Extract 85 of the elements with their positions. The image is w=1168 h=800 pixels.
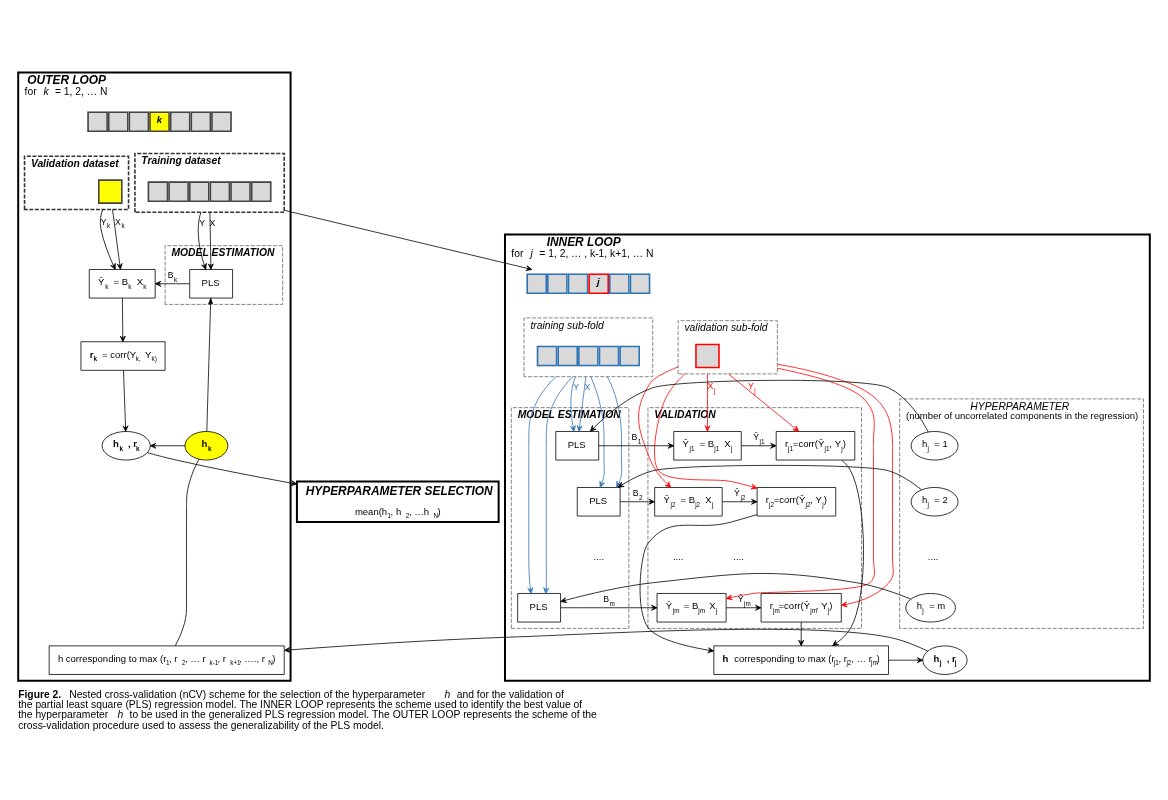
label: ....: [593, 550, 605, 562]
node-box: r$_{j2}$=corr(Ŷ$_{j2}$, Y$_{j}$): [756, 486, 837, 516]
node-box: h corresponding to max (r$_{1}$, r $_{2}$, … r $_{k-1}$, r $_{k+1}$, …., r $_{N}$): [48, 645, 285, 675]
node-box: PLS: [555, 430, 600, 460]
edge-label: Ŷ$_{j1}$: [753, 431, 765, 445]
cluster: Validation dataset: [23, 155, 130, 210]
edge-label: B$_{2}$: [632, 487, 643, 501]
arrow: [725, 604, 762, 611]
arrow: [590, 375, 605, 488]
node-box: Ŷ$_{j1}$ = B$_{j1}$ X$_{j}$: [673, 430, 742, 460]
arrow: [207, 211, 214, 270]
edge-label: X: [209, 217, 216, 228]
label: ....: [927, 550, 939, 562]
edge-label: B$_{k}$: [167, 269, 178, 283]
arrow: [776, 363, 894, 607]
node-ellipse: h$_{j}$ = 1: [910, 430, 959, 460]
arrow: [798, 621, 805, 646]
node-box: [695, 343, 720, 368]
arrow: [527, 375, 557, 594]
arrow: [149, 442, 186, 449]
node-ellipse: h$_{j}$ , r$_{j}$: [922, 645, 968, 675]
node-box: PLS: [189, 268, 233, 298]
arrow: [119, 297, 126, 342]
node-ellipse: h$_{j}$ = m: [905, 592, 956, 622]
node-ellipse: h$_{k}$ , r$_{k}$: [101, 430, 151, 460]
arrow: [560, 572, 912, 603]
cluster: validation sub-fold: [677, 319, 778, 374]
arrow: [639, 513, 758, 653]
arrow: [654, 373, 758, 489]
edge-label: Y$_{j}$: [747, 380, 756, 394]
node-box: h corresponding to max (r$_{j1}$, r$_{j2}$, … r$_{jm}$): [713, 645, 889, 675]
arrow: [617, 464, 922, 490]
arrow: [726, 367, 875, 600]
edge-label: Y$_{k}$: [100, 216, 111, 229]
arrow: [888, 656, 924, 663]
label: ....: [672, 550, 684, 562]
arrow: [740, 442, 777, 449]
edge-label: B$_{m}$: [603, 593, 615, 607]
edge-label: X$_{k}$: [115, 216, 125, 229]
cluster: Training dataset: [134, 152, 285, 213]
arrow: [721, 498, 758, 505]
arrow: [283, 209, 533, 271]
arrow: [619, 498, 655, 505]
arrow: [728, 373, 800, 432]
node-box: Ŷ$_{j2}$ = B$_{j2}$ X$_{j}$: [654, 486, 723, 516]
node-box: PLS: [517, 592, 561, 622]
label: ....: [733, 550, 744, 562]
arrow: [832, 459, 864, 646]
cluster: training sub-fold: [523, 317, 654, 377]
arrow: [606, 375, 623, 488]
node-box: PLS: [576, 486, 621, 516]
node-box: r$_{k}$ = corr(Y$_{k,}$ Y$_{k)}$: [80, 340, 166, 371]
arrow: [704, 373, 711, 432]
arrow: [99, 208, 116, 270]
node-box: Ŷ$_{jm}$ = B$_{jm}$ X$_{j}$: [656, 592, 727, 622]
node-box: HYPERPARAMETER SELECTION mean(h$_{1}$, h $_{2}$, …h $_{N}$): [295, 480, 500, 523]
arrow: [284, 628, 929, 653]
arrow: [112, 208, 123, 270]
arrow: [560, 604, 658, 611]
edge-label: Ŷ$_{jm}$: [737, 593, 751, 607]
arrow: [598, 442, 675, 449]
node-ellipse: h$_{j}$ = 2: [910, 486, 959, 516]
node-box: r$_{j1}$=corr(Ŷ$_{j1}$, Y$_{j}$): [775, 430, 856, 460]
caption: Figure 2. Nested cross-validation (nCV) scheme for the selection of the hyperparameter h and for the validation of the partial least square (PLS) regression model. The INNER LOOP represents the scheme used to identify the best value of the hyperparameter h to be used in the generalized PLS regression model. The OUTER LOOP represents the scheme of the cross-validation procedure used to assess the generalizability of the PLS model.: [18, 688, 597, 731]
node-box: [98, 178, 123, 204]
node-box: Ŷ$_{k}$ = B$_{k}$ X$_{k}$: [88, 268, 156, 298]
arrow: [543, 375, 574, 594]
edge-label: B$_{1}$: [631, 431, 642, 445]
arrow: [154, 280, 190, 287]
connector: [174, 458, 200, 646]
arrow: [122, 369, 129, 432]
edge-label: X: [584, 381, 591, 392]
arrow: [570, 375, 576, 432]
node-box: r$_{jm}$=corr(Ŷ$_{jm}$, Y$_{j}$): [760, 592, 842, 622]
arrow: [638, 366, 679, 488]
edge-label: Y: [199, 217, 206, 228]
edge-label: Ŷ$_{j2}$: [734, 487, 746, 501]
arrow: [197, 211, 207, 270]
arrow: [576, 375, 587, 432]
arrow: [206, 297, 213, 432]
edge-label: X$_{j}$: [707, 380, 716, 394]
arrow: [589, 379, 929, 432]
node-ellipse: h$_{k}$: [184, 430, 229, 460]
arrow: [146, 451, 298, 486]
edge-label: Y: [573, 381, 580, 392]
